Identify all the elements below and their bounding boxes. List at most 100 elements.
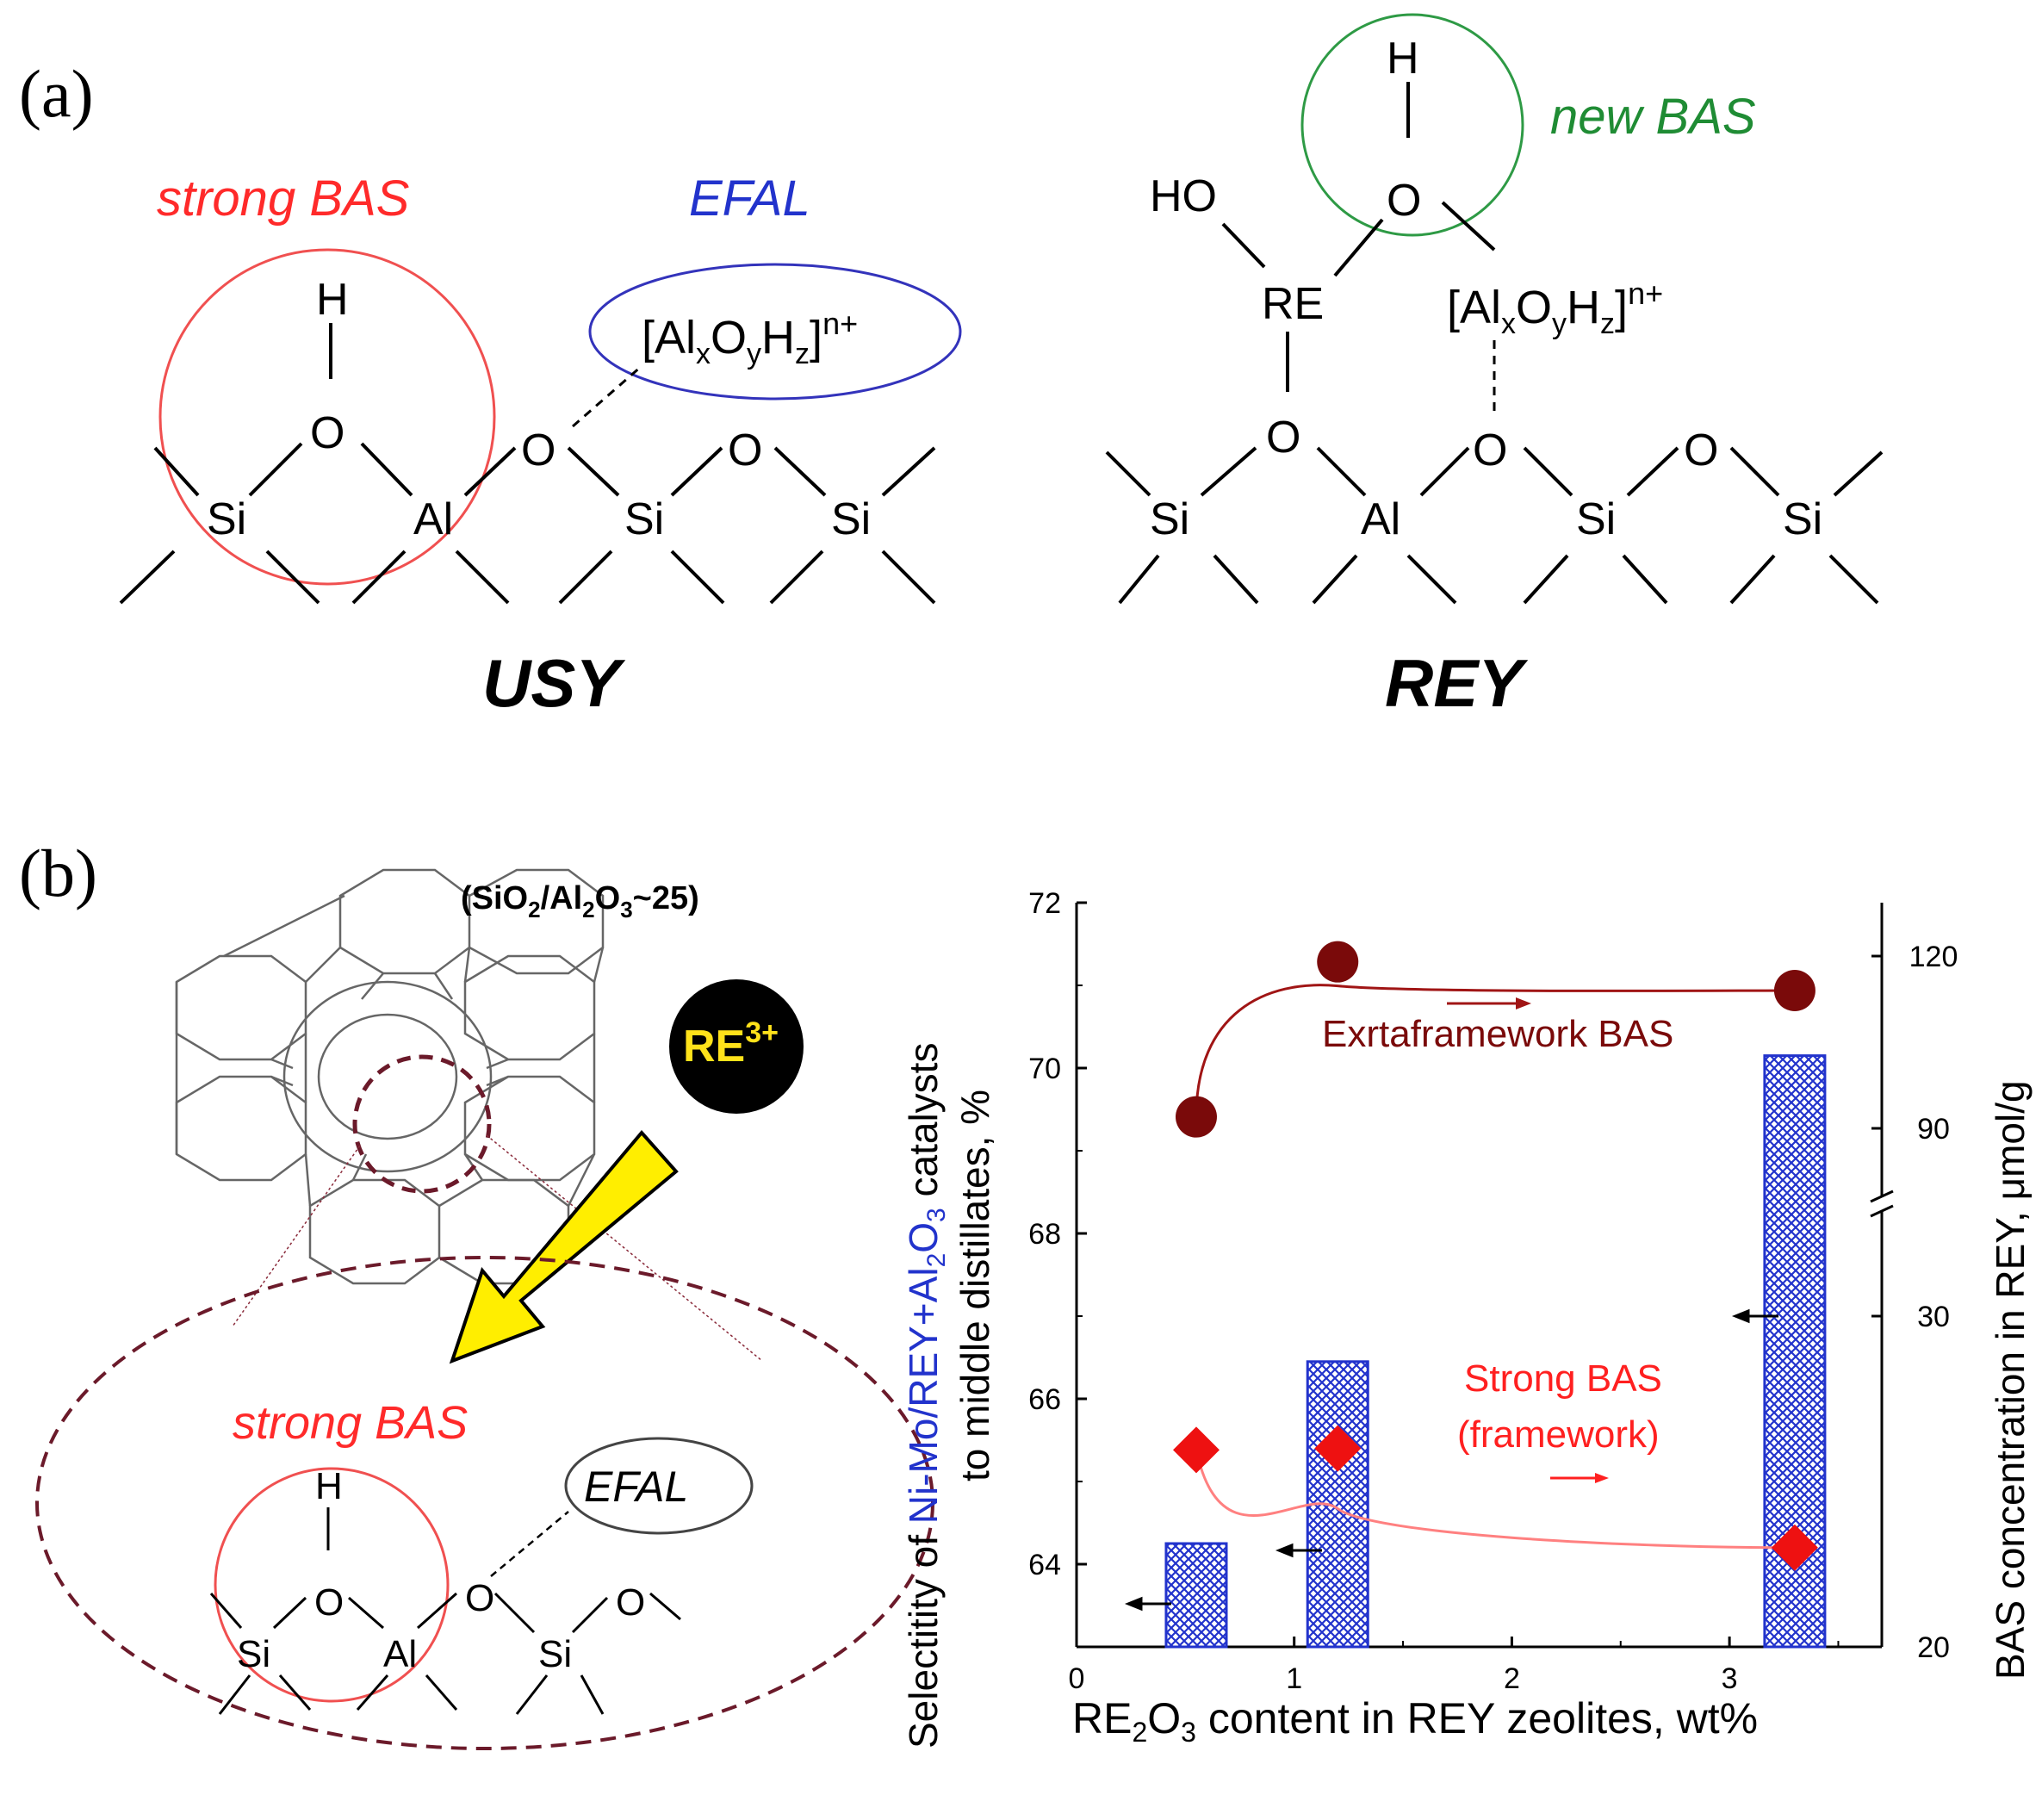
- rey-atom-al: Al: [1361, 494, 1400, 544]
- re-ion-ball: [669, 979, 804, 1114]
- bar-arrows: [1124, 1308, 1778, 1612]
- re-label: RE: [1262, 279, 1324, 329]
- extraframework-fit-curve: [1195, 984, 1795, 1117]
- rey-atom-otop: O: [1387, 176, 1421, 226]
- detail-atom-o3: O: [616, 1581, 645, 1624]
- extraframework-point: [1175, 1096, 1217, 1138]
- ho-label: HO: [1150, 171, 1217, 221]
- rey-atom-si2: Si: [1576, 494, 1616, 544]
- extraframework-point: [1317, 941, 1359, 983]
- zoom-guide-left: [232, 1145, 361, 1327]
- panel-a-label: (a): [19, 56, 94, 131]
- re-ion-label: RE3+: [683, 1016, 779, 1072]
- x-tick-label: 0: [1069, 1662, 1085, 1695]
- panel-a: (a) strong BAS EFAL [AlxOyHz]n+ H O O O …: [19, 13, 1884, 721]
- detail-atom-h: H: [315, 1465, 343, 1507]
- markers: [1172, 941, 1818, 1571]
- yellow-arrow-icon: [449, 1129, 679, 1364]
- usy-atom-h: H: [316, 275, 349, 325]
- usy-atom-o3: O: [728, 425, 762, 475]
- strong-bas-label-line1: Strong BAS: [1464, 1357, 1662, 1400]
- usy-atom-si1: Si: [207, 494, 246, 544]
- usy-atom-al: Al: [413, 494, 453, 544]
- series-arrows: [1447, 997, 1609, 1483]
- y-tick-label: 64: [1028, 1549, 1061, 1581]
- strong-bas-point: [1314, 1425, 1362, 1472]
- rey-atom-si3: Si: [1783, 494, 1822, 544]
- faujasite-cage-image: [175, 868, 605, 1285]
- y-tick-label: 72: [1028, 887, 1061, 920]
- rey-atom-h: H: [1387, 34, 1419, 84]
- arrow-right-icon-head: [1516, 997, 1531, 1009]
- detail-atom-o1: O: [314, 1581, 344, 1624]
- new-bas-circle: [1300, 13, 1524, 237]
- strong-bas-label: strong BAS: [157, 171, 410, 227]
- rey-atom-o3: O: [1684, 425, 1718, 475]
- detail-atom-al: Al: [383, 1633, 417, 1675]
- rey-atom-o2: O: [1473, 425, 1507, 475]
- rey-atom-si1: Si: [1150, 494, 1189, 544]
- bar: [1164, 1542, 1228, 1649]
- rey-bonds: [1105, 82, 1884, 605]
- zoom-guide-right: [486, 1134, 763, 1362]
- y2-axis-label: BAS concentration in REY, μmol/g: [1988, 1080, 2033, 1680]
- arrow-right-icon-head: [1595, 1473, 1609, 1483]
- zoom-circle: [352, 1054, 492, 1194]
- axis-break-icon: [1870, 1190, 1894, 1218]
- usy-atom-si2: Si: [624, 494, 664, 544]
- arrow-left-icon-head: [1731, 1308, 1750, 1324]
- y-axis-label-line2: to middle distillates, %: [953, 1090, 997, 1481]
- detail-strong-bas-label: strong BAS: [233, 1397, 468, 1449]
- rey-title: REY: [1385, 645, 1528, 721]
- strong-bas-label-line2: (framework): [1457, 1413, 1660, 1456]
- detail-atom-o2: O: [465, 1577, 494, 1619]
- x-tick-label: 2: [1504, 1662, 1520, 1695]
- rey-cluster-formula: [AlxOyHz]n+: [1447, 276, 1663, 340]
- efal-label: EFAL: [689, 171, 810, 227]
- y2-tick-label: 90: [1917, 1113, 1950, 1146]
- y-tick-label: 68: [1028, 1218, 1061, 1251]
- detail-atom-si2: Si: [538, 1633, 572, 1675]
- usy-atom-o1: O: [310, 408, 344, 458]
- x-tick-label: 3: [1722, 1662, 1738, 1695]
- y2-tick-label: 30: [1917, 1301, 1950, 1333]
- detail-strong-bas-circle: [214, 1467, 450, 1703]
- rey-structure: new BAS H O HO RE [AlxOyHz]n+ O O O Si A…: [1105, 13, 1884, 721]
- y-axis-label-line1: Selectitity of Ni-Mo/REY+Al2O3 catalysts: [901, 1043, 951, 1749]
- x-axis-label: RE2O3 content in REY zeolites, wt%: [1072, 1694, 1758, 1748]
- arrow-left-icon-head: [1124, 1596, 1143, 1612]
- detail-structure: H O O O Si Al Si: [209, 1465, 681, 1715]
- extraframework-point: [1773, 970, 1815, 1011]
- fit-curves: [1195, 984, 1795, 1550]
- extraframework-label: Exrtaframework BAS: [1322, 1013, 1673, 1055]
- strong-bas-point: [1771, 1524, 1818, 1571]
- panel-b: (b) (SiO2/Al2O3~25) RE3+ strong B: [19, 835, 2033, 1750]
- detail-efal-ellipse: [564, 1437, 754, 1535]
- detail-efal-label: EFAL: [584, 1463, 688, 1511]
- x-tick-label: 1: [1286, 1662, 1302, 1695]
- strong-bas-circle: [158, 248, 496, 586]
- usy-title: USY: [482, 645, 625, 721]
- rey-atom-o1: O: [1266, 413, 1300, 463]
- efal-cluster-formula: [AlxOyHz]n+: [642, 306, 858, 370]
- si-al-ratio-label: (SiO2/Al2O3~25): [461, 880, 699, 922]
- new-bas-label: new BAS: [1550, 89, 1756, 145]
- detail-ellipse: [35, 1256, 934, 1750]
- bars: [1164, 1054, 1827, 1649]
- arrow-left-icon-head: [1275, 1543, 1294, 1558]
- x-ticks: 0 1 2 3: [1069, 1637, 1840, 1695]
- y-ticks-left: 64 66 68 70 72: [1028, 887, 1087, 1648]
- usy-atom-si3: Si: [831, 494, 871, 544]
- efal-ellipse: [588, 263, 962, 401]
- y-tick-label: 70: [1028, 1053, 1061, 1085]
- strong-bas-fit-curve: [1195, 1450, 1795, 1550]
- y2-tick-label: 20: [1917, 1631, 1950, 1664]
- usy-atom-o2: O: [521, 425, 555, 475]
- strong-bas-point: [1172, 1426, 1220, 1474]
- y-tick-label: 66: [1028, 1383, 1061, 1416]
- panel-b-label: (b): [19, 835, 97, 910]
- usy-bonds: [119, 323, 936, 605]
